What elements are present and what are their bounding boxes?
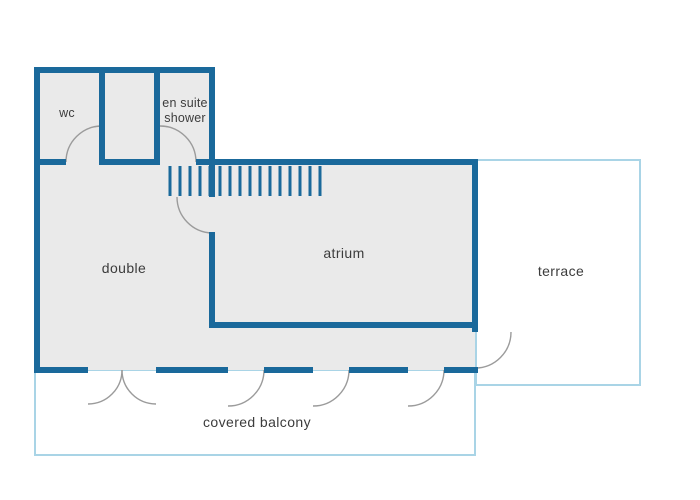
door-arc-balcony-4 bbox=[407, 369, 445, 407]
door-arc-atrium bbox=[176, 196, 213, 234]
wall-atrium bbox=[209, 159, 478, 332]
room-covered-balcony bbox=[34, 369, 476, 456]
stairs bbox=[168, 166, 322, 196]
room-label-double: double bbox=[102, 260, 146, 276]
walls bbox=[34, 67, 478, 373]
doors bbox=[65, 125, 512, 407]
door-arc-en-suite bbox=[159, 125, 197, 163]
room-label-wc: wc bbox=[58, 106, 75, 120]
room-label-en-suite-line2: shower bbox=[164, 111, 206, 125]
wall-top-block bbox=[34, 67, 215, 373]
door-arc-terrace bbox=[474, 331, 512, 369]
room-label-terrace: terrace bbox=[538, 263, 584, 279]
interior-floor bbox=[37, 70, 475, 370]
room-labels: wc en suite shower double atrium terrace… bbox=[58, 96, 584, 430]
door-arc-balcony-2 bbox=[227, 369, 265, 407]
door-arc-balcony-double-right bbox=[121, 369, 157, 405]
door-arc-balcony-3 bbox=[312, 369, 350, 407]
room-terrace bbox=[475, 159, 641, 386]
door-arc-balcony-double-left bbox=[87, 369, 123, 405]
room-label-atrium: atrium bbox=[323, 245, 364, 261]
room-label-en-suite-line1: en suite bbox=[162, 96, 207, 110]
room-label-covered-balcony: covered balcony bbox=[203, 414, 311, 430]
door-arc-wc bbox=[65, 125, 103, 163]
